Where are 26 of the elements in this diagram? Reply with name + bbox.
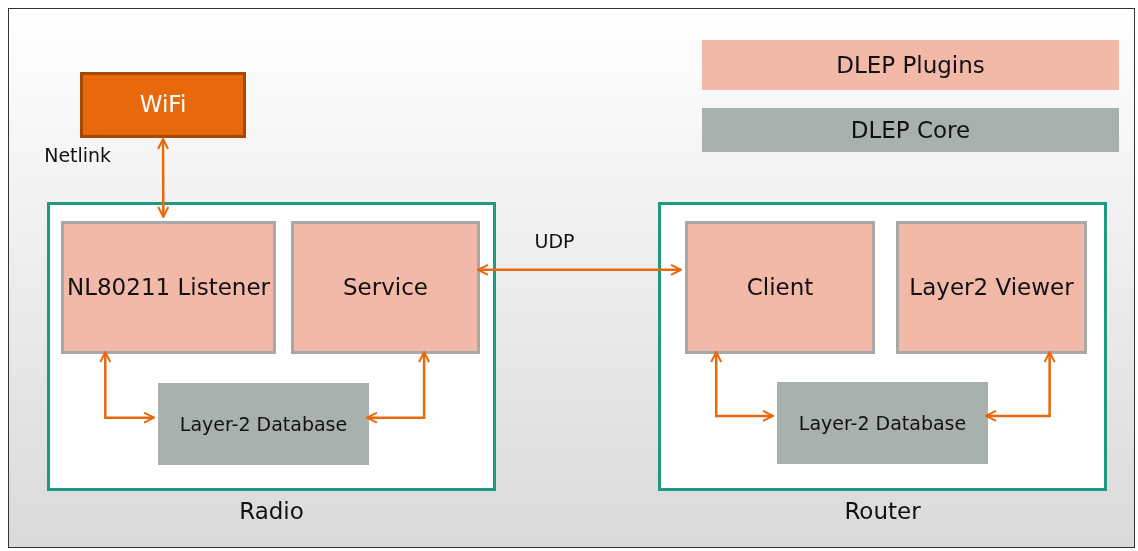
double-arrow: [366, 351, 431, 424]
node-label: Layer-2 Database: [179, 412, 348, 436]
double-arrow: [985, 351, 1056, 422]
node-label: NL80211 Listener: [66, 273, 270, 302]
database-box: [158, 383, 369, 465]
node-label: Layer2 Viewer: [909, 273, 1074, 302]
legend-swatch: DLEP Plugins: [702, 40, 1119, 90]
node-label: Service: [343, 273, 428, 302]
double-arrow: [710, 351, 774, 422]
group-heading: Radio: [238, 498, 305, 524]
plugin-box: [685, 221, 875, 354]
edge-label: Netlink: [43, 144, 113, 166]
legend-swatch: DLEP Core: [702, 108, 1119, 152]
plugin-box: [291, 221, 480, 354]
node-label: WiFi: [139, 91, 187, 119]
edge-label: UDP: [533, 229, 576, 252]
wifi-box: [80, 72, 246, 138]
group-heading: Router: [843, 498, 922, 524]
double-arrow: [157, 138, 170, 218]
double-arrow: [99, 351, 155, 424]
node-label: Layer-2 Database: [798, 411, 967, 435]
database-box: [777, 382, 988, 464]
node-label: Client: [746, 273, 814, 302]
plugin-box: [61, 221, 276, 354]
plugin-box: [896, 221, 1087, 354]
double-arrow: [477, 263, 682, 276]
